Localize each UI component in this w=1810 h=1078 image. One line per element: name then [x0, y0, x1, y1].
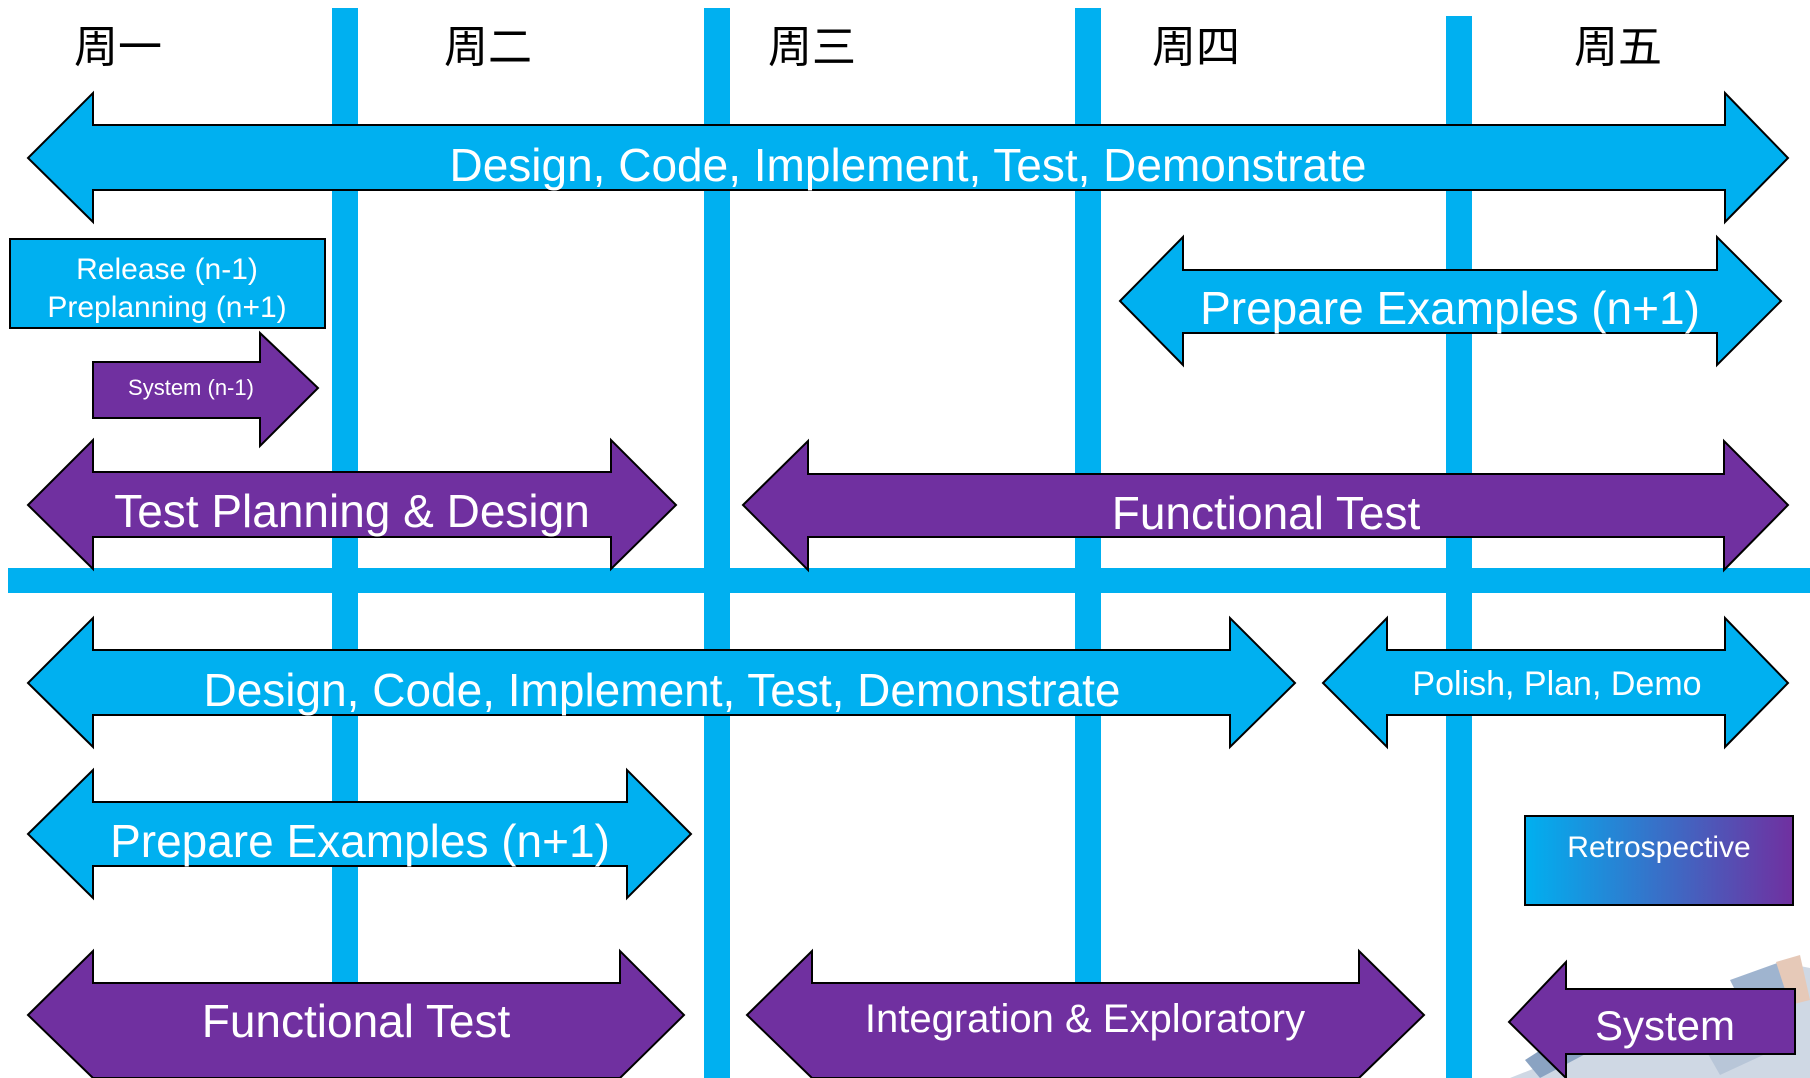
prepare-examples-arrow-top [1118, 234, 1783, 368]
design-code-arrow-bottom [26, 615, 1297, 750]
day-label-wednesday: 周三 [768, 22, 856, 73]
test-planning-label: Test Planning & Design [114, 485, 590, 537]
system-prev-arrow [92, 330, 320, 449]
retrospective-label: Retrospective [1567, 831, 1750, 864]
day-label-tuesday: 周二 [444, 22, 532, 73]
prepare-examples-arrow-bottom [26, 767, 693, 901]
system-arrow [1507, 959, 1796, 1078]
design-code-label-top: Design, Code, Implement, Test, Demonstra… [449, 139, 1366, 191]
day-divider-4 [1446, 16, 1472, 1078]
functional-test-arrow-bottom [26, 948, 686, 1078]
release-label: Release (n-1) [76, 253, 258, 286]
design-code-arrow-top [26, 90, 1790, 225]
polish-plan-demo-arrow [1321, 615, 1790, 750]
functional-test-label-bottom: Functional Test [202, 995, 511, 1047]
system-prev-label: System (n-1) [128, 375, 254, 400]
functional-test-label-top: Functional Test [1112, 487, 1421, 539]
system-label: System [1595, 1002, 1735, 1049]
test-planning-arrow [26, 437, 678, 572]
prepare-examples-label-top: Prepare Examples (n+1) [1200, 282, 1700, 334]
day-label-thursday: 周四 [1152, 22, 1240, 73]
iteration-divider [8, 568, 1810, 593]
release-preplanning-box [9, 238, 326, 329]
integration-exploratory-arrow [745, 948, 1426, 1078]
day-label-monday: 周一 [74, 22, 162, 73]
prepare-examples-label-bottom: Prepare Examples (n+1) [110, 815, 610, 867]
functional-test-arrow-top [741, 438, 1790, 573]
design-code-label-bottom: Design, Code, Implement, Test, Demonstra… [203, 664, 1120, 716]
day-label-friday: 周五 [1574, 22, 1662, 73]
integration-exploratory-label: Integration & Exploratory [865, 997, 1305, 1041]
preplanning-label: Preplanning (n+1) [47, 291, 286, 324]
polish-plan-demo-label: Polish, Plan, Demo [1412, 665, 1701, 703]
retrospective-box [1524, 815, 1794, 906]
